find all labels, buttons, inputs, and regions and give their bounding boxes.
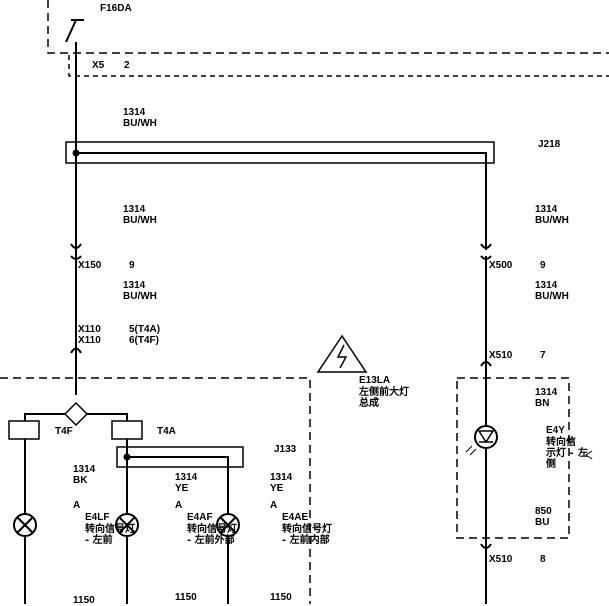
connector-x510-pin: 8: [540, 554, 546, 565]
connector-t4f-label: T4F: [55, 426, 73, 437]
wire-color: BN: [535, 398, 550, 409]
splice-j218-label: J218: [538, 139, 561, 150]
wire-number: 1314: [73, 464, 96, 475]
wire-color: YE: [175, 483, 189, 494]
lamp-e4af-name: 转向信号灯: [187, 524, 237, 535]
splice-j218-body: [65, 141, 495, 164]
connector-x510-label: X510: [489, 554, 513, 565]
wire-number: 1314: [535, 204, 558, 215]
e4y-name-line3: 侧: [546, 459, 556, 470]
wire-number: 1314: [270, 472, 293, 483]
module-boundary-top: [47, 0, 609, 54]
assembly-boundary: [0, 377, 311, 604]
connector-x5-boundary: [68, 55, 609, 77]
e4y-boundary: [456, 377, 570, 539]
connector-x510-bottom: [480, 543, 492, 549]
connector-t4a-label: T4A: [157, 426, 176, 437]
connector-x110: [70, 347, 82, 354]
lamp-e4lf-pin: A: [73, 500, 81, 511]
wire-color: BU/WH: [535, 215, 569, 226]
e4y-detail: [585, 450, 593, 460]
wire-color: BK: [73, 475, 88, 486]
wire-number: 1314: [123, 204, 146, 215]
splice-diamond: [63, 401, 89, 427]
wire-number: 1314: [535, 280, 558, 291]
wire-number: 1150: [175, 592, 197, 603]
connector-x5-label: X5: [92, 60, 105, 71]
lamp-e4af-code: E4AF: [187, 512, 213, 523]
lamp-e4ae-side: - 左前内部: [282, 535, 330, 546]
splice-j133-label: J133: [274, 444, 297, 455]
lamp-e4lf-side: - 左前: [85, 535, 113, 546]
connector-x150: [70, 243, 82, 260]
wire-number: 1314: [535, 387, 558, 398]
splice-j133-bus: [127, 456, 229, 604]
fuse-label: F16DA: [100, 3, 132, 14]
connector-x110-pin: 5(T4A): [129, 324, 161, 335]
lamp-e4ae-pin: A: [270, 500, 278, 511]
connector-x110-label: X110: [78, 324, 101, 335]
lamp-e4ae-name: 转向信号灯: [282, 524, 332, 535]
splice-j133-body: [116, 446, 244, 468]
wire-number: 1314: [175, 472, 198, 483]
e4y-name-extra: 左: [578, 448, 588, 459]
lamp-e4ae-code: E4AE: [282, 512, 309, 523]
wire-color: BU/WH: [123, 118, 157, 129]
led-e4y-symbol: [465, 425, 498, 456]
connector-x5-pin: 2: [124, 60, 130, 71]
lamp-e4lf-name: 转向信号灯: [85, 524, 135, 535]
connector-x500-label: X500: [489, 260, 513, 271]
connector-x110-pin: 6(T4F): [129, 335, 159, 346]
wire-number: 1314: [123, 280, 146, 291]
hazard-triangle: [316, 334, 368, 373]
lamp-e4af-symbol: [115, 513, 139, 537]
connector-x110-label: X110: [78, 335, 101, 346]
splice-j218-bus: [76, 152, 487, 250]
wire-color: BU/WH: [535, 291, 569, 302]
lamp-e4af-pin: A: [175, 500, 183, 511]
wire-number: 1150: [270, 592, 292, 603]
wire-number: 1150: [73, 595, 95, 606]
lamp-e4lf-symbol: [13, 513, 37, 537]
connector-t4f-box: [8, 420, 40, 440]
connector-t4a-box: [111, 420, 143, 440]
e4y-name-line1: 转向信: [546, 437, 576, 448]
assembly-name-line2: 总成: [359, 398, 379, 409]
wire-color: BU/WH: [123, 215, 157, 226]
wire-color: YE: [270, 483, 284, 494]
assembly-name-line1: 左侧前大灯: [359, 387, 409, 398]
wire-number: 1314: [123, 107, 146, 118]
lamp-e4lf-code: E4LF: [85, 512, 110, 523]
wire-color: BU/WH: [123, 291, 157, 302]
connector-x500-pin: 9: [540, 260, 546, 271]
wire-color: BU: [535, 517, 550, 528]
e4y-name-line2: 示灯 -: [546, 448, 574, 459]
connector-x150-label: X150: [78, 260, 102, 271]
e4y-code: E4Y: [546, 425, 565, 436]
connector-x510-pin: 7: [540, 350, 546, 361]
wire-number: 850: [535, 506, 552, 517]
lamp-e4ae-symbol: [216, 513, 240, 537]
connector-x510-top: [480, 361, 492, 367]
assembly-code: E13LA: [359, 375, 391, 386]
connector-x150-pin: 9: [129, 260, 135, 271]
lamp-e4af-side: - 左前外部: [187, 535, 235, 546]
connector-x510-label: X510: [489, 350, 513, 361]
